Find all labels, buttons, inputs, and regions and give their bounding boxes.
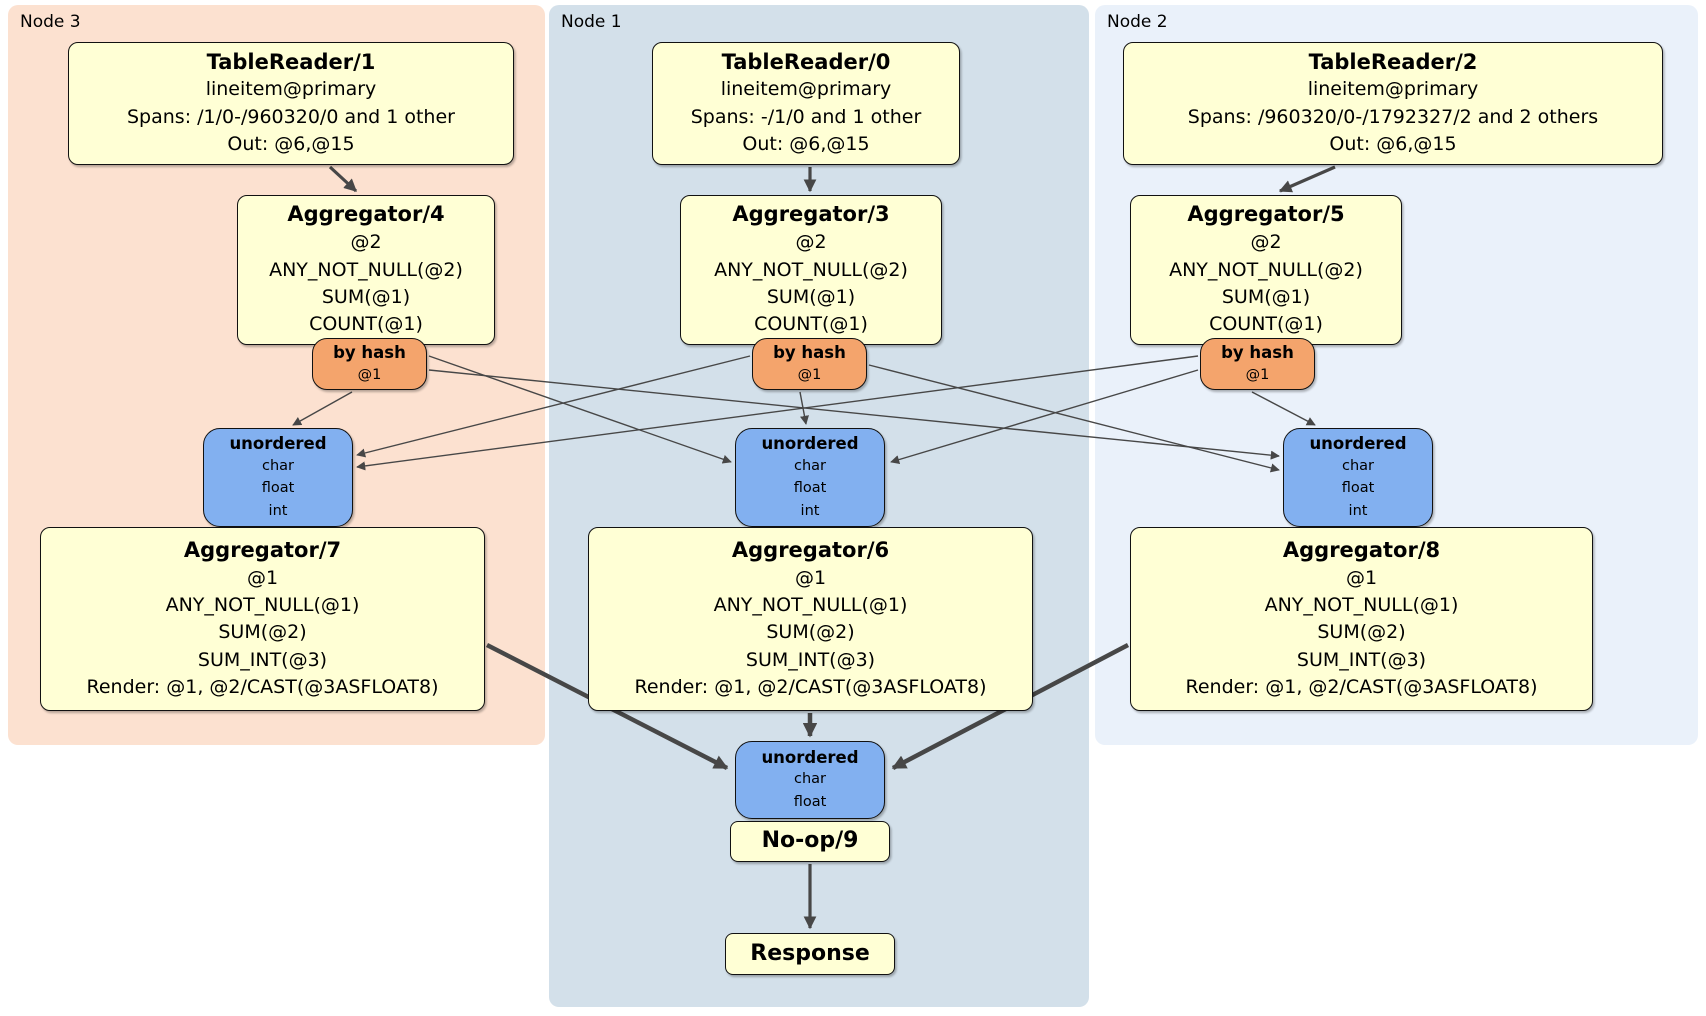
- processor-render: Render: @1, @2/CAST(@3ASFLOAT8): [1185, 676, 1538, 698]
- edge-tr1-agg4: [328, 165, 358, 193]
- edge-hashR-syncL: [356, 355, 1199, 471]
- router-by-hash-right: by hash @1: [1200, 338, 1315, 390]
- sync-unordered-left: unordered char float int: [203, 428, 353, 527]
- edge-hashL-syncL: [292, 391, 353, 426]
- processor-title: Aggregator/4: [287, 202, 445, 227]
- edge-hashL-syncR: [428, 369, 1280, 460]
- sync-title: unordered: [761, 433, 859, 453]
- sync-type: float: [793, 793, 827, 810]
- processor-aggfn: SUM(@1): [1221, 285, 1311, 308]
- processor-aggfn: COUNT(@1): [754, 313, 868, 336]
- processor-tablereader-2: TableReader/2 lineitem@primary Spans: /9…: [1123, 42, 1663, 165]
- processor-title: No-op/9: [761, 828, 859, 854]
- processor-title: Aggregator/5: [1187, 202, 1345, 227]
- sync-type: float: [793, 480, 827, 497]
- sync-title: unordered: [1309, 433, 1407, 453]
- processor-spans: Spans: /960320/0-/1792327/2 and 2 others: [1187, 105, 1599, 128]
- processor-aggregator-3: Aggregator/3 @2 ANY_NOT_NULL(@2) SUM(@1)…: [680, 195, 942, 345]
- processor-aggregator-6: Aggregator/6 @1 ANY_NOT_NULL(@1) SUM(@2)…: [588, 527, 1033, 711]
- processor-aggfn: ANY_NOT_NULL(@1): [713, 593, 908, 616]
- processor-aggfn: ANY_NOT_NULL(@1): [1264, 593, 1459, 616]
- processor-groupcols: @1: [1345, 566, 1378, 589]
- sync-unordered-right: unordered char float int: [1283, 428, 1433, 527]
- processor-index: lineitem@primary: [1307, 78, 1479, 101]
- response-node: Response: [725, 933, 895, 975]
- sync-type: float: [261, 480, 295, 497]
- processor-spans: Spans: /1/0-/960320/0 and 1 other: [127, 105, 455, 128]
- processor-aggfn: ANY_NOT_NULL(@2): [714, 258, 908, 281]
- processor-render: Render: @1, @2/CAST(@3ASFLOAT8): [86, 676, 439, 698]
- processor-aggfn: SUM(@2): [1317, 621, 1406, 644]
- processor-index: lineitem@primary: [205, 78, 377, 101]
- processor-aggfn: SUM(@1): [766, 285, 856, 308]
- processor-aggfn: SUM(@2): [218, 621, 307, 644]
- router-title: by hash: [773, 342, 846, 362]
- processor-index: lineitem@primary: [720, 78, 892, 101]
- router-key: @1: [797, 366, 822, 383]
- sync-type: char: [793, 457, 826, 474]
- processor-render: Render: @1, @2/CAST(@3ASFLOAT8): [634, 676, 987, 698]
- node-panel-2-label: Node 2: [1107, 12, 1168, 32]
- edge-hashR-syncR: [1251, 391, 1316, 426]
- response-title: Response: [750, 940, 870, 966]
- processor-title: Aggregator/6: [731, 537, 890, 562]
- processor-aggregator-5: Aggregator/5 @2 ANY_NOT_NULL(@2) SUM(@1)…: [1130, 195, 1402, 345]
- processor-aggfn: SUM(@2): [766, 621, 855, 644]
- processor-aggfn: SUM(@1): [321, 285, 411, 308]
- processor-aggfn: SUM_INT(@3): [1296, 648, 1427, 671]
- processor-title: Aggregator/7: [183, 537, 342, 562]
- edge-hashC-syncL: [356, 355, 751, 458]
- processor-title: Aggregator/8: [1282, 537, 1441, 562]
- sync-type: float: [1341, 480, 1375, 497]
- sync-type: int: [268, 502, 288, 519]
- sync-unordered-final: unordered char float: [735, 741, 885, 819]
- processor-noop-9: No-op/9: [730, 821, 890, 862]
- edge-tr2-agg5: [1278, 165, 1336, 193]
- sync-type: int: [1348, 502, 1368, 519]
- processor-aggregator-7: Aggregator/7 @1 ANY_NOT_NULL(@1) SUM(@2)…: [40, 527, 485, 711]
- router-by-hash-left: by hash @1: [312, 338, 427, 390]
- router-by-hash-center: by hash @1: [752, 338, 867, 390]
- processor-out: Out: @6,@15: [1329, 133, 1457, 156]
- edge-hashL-syncC: [428, 355, 732, 464]
- processor-groupcols: @2: [1250, 231, 1282, 254]
- sync-unordered-center: unordered char float int: [735, 428, 885, 527]
- processor-aggfn: SUM_INT(@3): [197, 648, 328, 671]
- processor-groupcols: @1: [246, 566, 279, 589]
- processor-aggfn: ANY_NOT_NULL(@1): [165, 593, 360, 616]
- router-title: by hash: [1221, 342, 1294, 362]
- node-panel-3-label: Node 3: [20, 12, 81, 32]
- edge-hashR-syncC: [890, 369, 1199, 465]
- sync-title: unordered: [229, 433, 327, 453]
- processor-title: Aggregator/3: [732, 202, 890, 227]
- processor-title: TableReader/0: [721, 49, 891, 74]
- sync-type: char: [1341, 457, 1374, 474]
- processor-spans: Spans: -/1/0 and 1 other: [690, 105, 922, 128]
- sync-type: char: [261, 457, 294, 474]
- processor-groupcols: @1: [794, 566, 827, 589]
- processor-out: Out: @6,@15: [227, 133, 355, 156]
- router-title: by hash: [333, 342, 406, 362]
- processor-aggfn: SUM_INT(@3): [745, 648, 876, 671]
- router-key: @1: [357, 366, 382, 383]
- processor-title: TableReader/1: [206, 49, 376, 74]
- sync-type: char: [793, 771, 826, 788]
- router-key: @1: [1245, 366, 1270, 383]
- sync-type: int: [800, 502, 820, 519]
- processor-groupcols: @2: [350, 231, 382, 254]
- processor-aggfn: COUNT(@1): [309, 313, 423, 336]
- processor-aggfn: COUNT(@1): [1209, 313, 1323, 336]
- processor-aggregator-8: Aggregator/8 @1 ANY_NOT_NULL(@1) SUM(@2)…: [1130, 527, 1593, 711]
- processor-tablereader-0: TableReader/0 lineitem@primary Spans: -/…: [652, 42, 960, 165]
- processor-aggfn: ANY_NOT_NULL(@2): [1169, 258, 1363, 281]
- node-panel-1-label: Node 1: [561, 12, 622, 32]
- processor-title: TableReader/2: [1308, 49, 1478, 74]
- processor-tablereader-1: TableReader/1 lineitem@primary Spans: /1…: [68, 42, 514, 165]
- sync-title: unordered: [761, 747, 859, 767]
- processor-aggfn: ANY_NOT_NULL(@2): [269, 258, 463, 281]
- processor-aggregator-4: Aggregator/4 @2 ANY_NOT_NULL(@2) SUM(@1)…: [237, 195, 495, 345]
- edge-hashC-syncR: [868, 364, 1280, 473]
- processor-out: Out: @6,@15: [742, 133, 870, 156]
- processor-groupcols: @2: [795, 231, 827, 254]
